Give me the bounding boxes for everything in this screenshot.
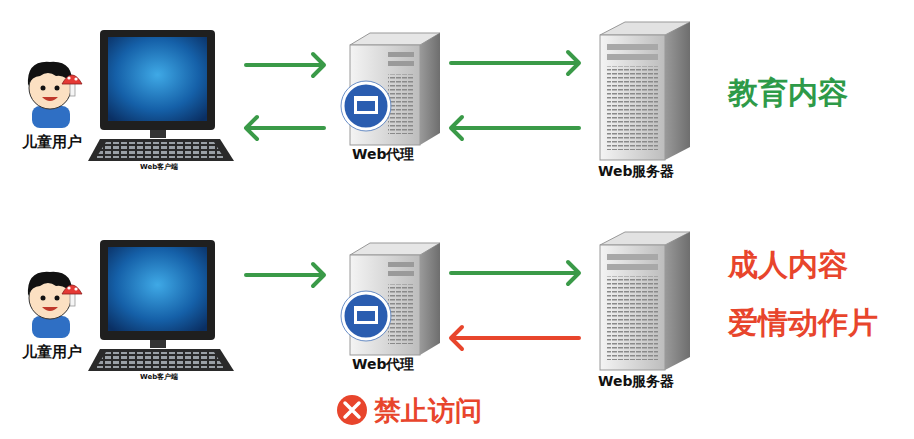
node-sublabel: Web客户端 bbox=[140, 372, 178, 382]
node-box: Web服务器 bbox=[585, 225, 695, 395]
content-label: 教育内容 bbox=[728, 73, 848, 114]
node-box: 儿童用户 Web客户端 bbox=[15, 235, 240, 385]
node-box: Web服务器 bbox=[585, 15, 695, 185]
arrow-connector bbox=[451, 327, 579, 349]
arrow-connector bbox=[451, 117, 579, 139]
node-label: Web代理 bbox=[352, 356, 414, 374]
node-label: 儿童用户 bbox=[22, 133, 82, 152]
content-label: 爱情动作片 bbox=[728, 303, 878, 344]
node-box: Web代理 bbox=[330, 240, 445, 380]
arrow-connector bbox=[451, 52, 579, 74]
node-label: Web代理 bbox=[352, 146, 414, 164]
node-box: 儿童用户 Web客户端 bbox=[15, 25, 240, 175]
forbidden-icon bbox=[337, 395, 367, 425]
node-label: 儿童用户 bbox=[22, 343, 82, 362]
content-label: 禁止访问 bbox=[374, 393, 482, 429]
node-sublabel: Web客户端 bbox=[140, 162, 178, 172]
node-label: Web服务器 bbox=[598, 373, 674, 391]
content-label: 成人内容 bbox=[728, 245, 848, 286]
node-label: Web服务器 bbox=[598, 163, 674, 181]
arrow-connector bbox=[451, 262, 579, 284]
arrow-connector bbox=[246, 264, 324, 286]
node-box: Web代理 bbox=[330, 30, 445, 170]
arrow-connector bbox=[246, 54, 324, 76]
arrow-connector bbox=[246, 117, 324, 139]
